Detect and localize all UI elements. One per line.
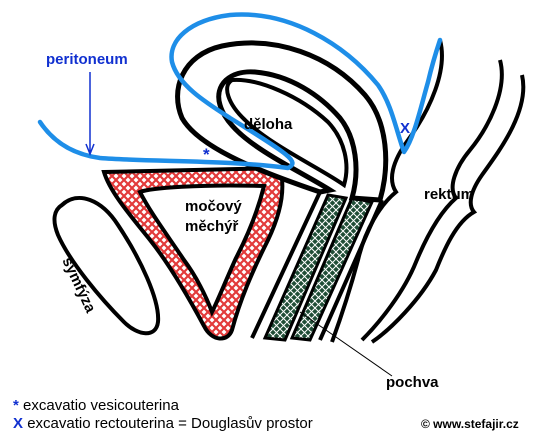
- vagina-label: pochva: [386, 374, 439, 391]
- copyright-notice: © www.stefajir.cz: [421, 417, 519, 431]
- uterus-label: děloha: [244, 116, 293, 133]
- rectum-label: rektum: [424, 186, 475, 203]
- peritoneum-line: [37, 12, 443, 171]
- legend-item-vesicouterina: * excavatio vesicouterina: [13, 398, 179, 413]
- bladder-label-line2: měchýř: [185, 218, 239, 235]
- legend-item-rectouterina: X excavatio rectouterina = Douglasův pro…: [13, 416, 313, 431]
- legend-text-vesicouterina: excavatio vesicouterina: [23, 397, 179, 414]
- legend-marker-star: *: [13, 397, 19, 414]
- vagina-wall: [262, 193, 349, 342]
- symphysis-shape: [52, 195, 161, 336]
- peritoneum-pointer: [85, 72, 95, 157]
- pochva-pointer: [299, 311, 393, 377]
- uterus-outer: [175, 40, 389, 203]
- excavatio-rectouterina-marker: X: [400, 120, 411, 137]
- bladder-label-line1: močový: [185, 198, 242, 215]
- peritoneum-label: peritoneum: [46, 51, 128, 68]
- uterus-cavity: [225, 77, 349, 189]
- legend-text-rectouterina: excavatio rectouterina = Douglasův prost…: [27, 415, 313, 432]
- excavatio-vesicouterina-marker: *: [203, 145, 210, 164]
- rectum-outer: [330, 39, 526, 344]
- legend-marker-x: X: [13, 415, 24, 432]
- bladder-wall: [101, 165, 285, 341]
